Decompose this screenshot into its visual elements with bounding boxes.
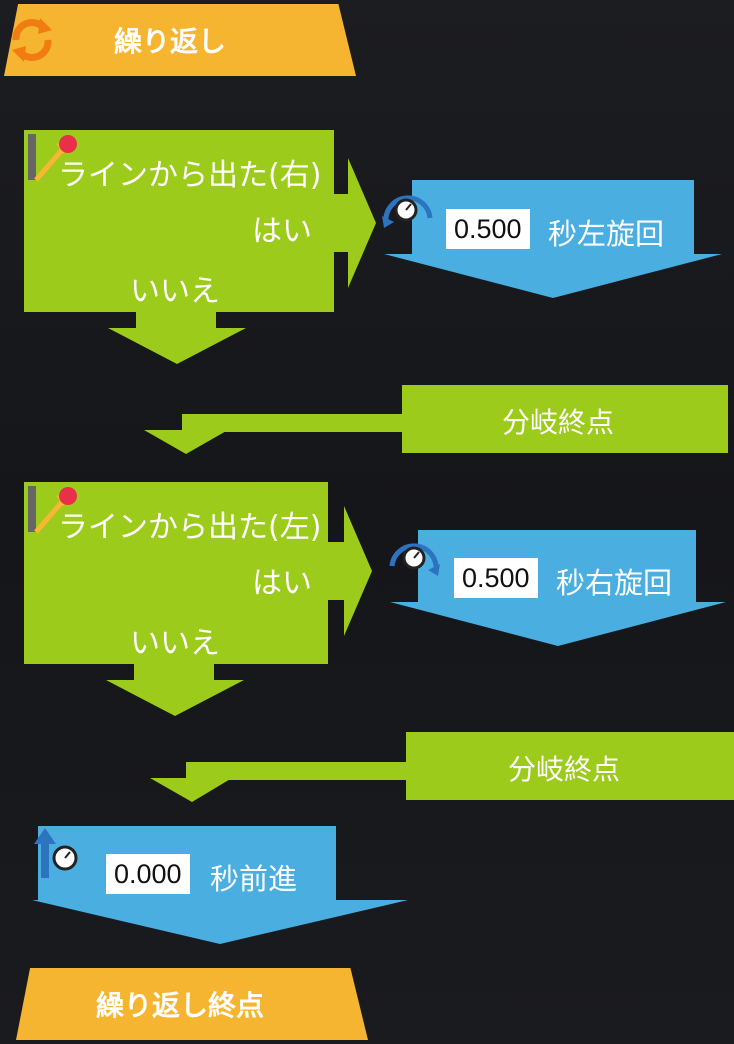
line-sensor-icon — [28, 134, 77, 182]
action-label: 秒右旋回 — [556, 566, 673, 600]
no-label: いいえ — [130, 626, 220, 661]
branch-end-label: 分岐終点 — [508, 753, 621, 786]
yes-label: はい — [252, 214, 312, 249]
refresh-cycle-icon — [12, 18, 52, 62]
turn-right-timer-icon — [389, 543, 440, 576]
duration-input[interactable]: 0.000 — [106, 854, 190, 894]
forward-block[interactable]: 0.000 秒前進 — [32, 826, 408, 944]
yes-arrow — [326, 506, 372, 636]
loop-end-block[interactable]: 繰り返し終点 — [16, 968, 368, 1040]
branch-end-label: 分岐終点 — [502, 406, 615, 439]
action-label: 秒前進 — [210, 862, 298, 896]
yes-label: はい — [252, 566, 312, 601]
branch-end-block-1[interactable]: 分岐終点 — [402, 385, 728, 453]
loop-start-label: 繰り返し — [114, 25, 227, 58]
branch-end-block-2[interactable]: 分岐終点 — [406, 732, 734, 800]
action-label: 秒左旋回 — [548, 217, 665, 251]
condition-block-left[interactable]: ラインから出た(左) はい いいえ — [24, 482, 328, 664]
loop-start-block[interactable]: 繰り返し — [4, 4, 356, 76]
condition-label: ラインから出た(左) — [58, 510, 322, 545]
turn-left-block[interactable]: 0.500 秒左旋回 — [384, 180, 722, 298]
duration-input[interactable]: 0.500 — [454, 558, 538, 598]
loop-end-label: 繰り返し終点 — [96, 989, 265, 1022]
forward-timer-icon — [34, 828, 78, 878]
no-arrow — [108, 310, 246, 364]
condition-block-right[interactable]: ラインから出た(右) はい いいえ — [24, 130, 334, 312]
condition-label: ラインから出た(右) — [58, 158, 322, 193]
turn-left-timer-icon — [382, 195, 433, 228]
merge-arrow — [150, 762, 408, 802]
turn-right-block[interactable]: 0.500 秒右旋回 — [390, 530, 726, 646]
line-sensor-icon — [28, 486, 77, 534]
no-arrow — [106, 662, 244, 716]
duration-input[interactable]: 0.500 — [446, 209, 530, 249]
no-label: いいえ — [130, 274, 220, 309]
merge-arrow — [144, 414, 404, 454]
yes-arrow — [332, 158, 376, 288]
